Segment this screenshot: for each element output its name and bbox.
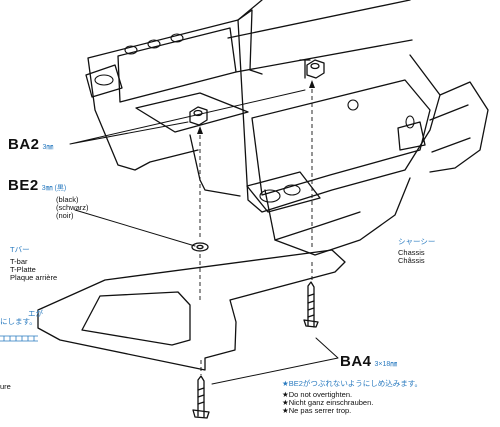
ba2-size: 3㎜ [42,144,54,151]
assembly-arrows [197,80,315,134]
t-bar-de: T-Platte [10,264,36,274]
screw-ba4-right [303,281,319,328]
chassis-holes [94,33,415,203]
tightening-note: ★BE2がつぶれないようにしめ込みます。 ★Do not overtighten… [282,380,422,415]
be2-color-fr: (noir) [56,210,74,220]
be2-code: BE2 [8,177,39,194]
be2-color-de: (schwarz) [56,202,89,212]
chassis-jp: シャーシー [398,237,436,246]
be2-size: 3㎜ (黒) [41,185,67,192]
ba4-code: BA4 [340,353,372,370]
t-bar-jp: Tバー [10,245,30,254]
ba4-size: 3×18㎜ [374,361,398,368]
washer-be2 [191,242,209,252]
edge-note-en: ure [0,382,11,391]
t-bar-fr: Plaque arrière [10,272,58,282]
be2-color-en: (black) [56,195,79,204]
chassis-label: シャーシー Chassis Châssis [398,238,435,265]
chassis-fr: Châssis [398,255,425,265]
t-bar-plate [37,249,346,371]
edge-note-jp-1: エが [28,309,43,318]
scale-ruler [0,335,38,342]
chassis-body [85,0,489,256]
tightening-note-fr: ★Ne pas serrer trop. [282,405,352,415]
ba2-code: BA2 [8,136,40,153]
edge-note-jp-2: にします。 [0,316,37,326]
nut-ba2-left [189,106,208,126]
edge-note-jp: エが にします。 [0,310,43,326]
chassis-en: Chassis [398,247,425,257]
be2-color-list: (black) (schwarz) (noir) [56,196,89,220]
screw-ba4-bottom [192,375,210,419]
assembly-axes [199,82,313,375]
t-bar-label: Tバー T-bar T-Platte Plaque arrière [10,246,57,282]
tightening-note-jp: ★BE2がつぶれないようにしめ込みます。 [282,379,422,388]
leader-lines [69,89,339,385]
tightening-note-de: ★Nicht ganz einschrauben. [282,397,374,407]
nut-ba2-right [306,59,325,79]
tightening-note-en: ★Do not overtighten. [282,389,353,399]
t-bar-en: T-bar [10,256,28,266]
